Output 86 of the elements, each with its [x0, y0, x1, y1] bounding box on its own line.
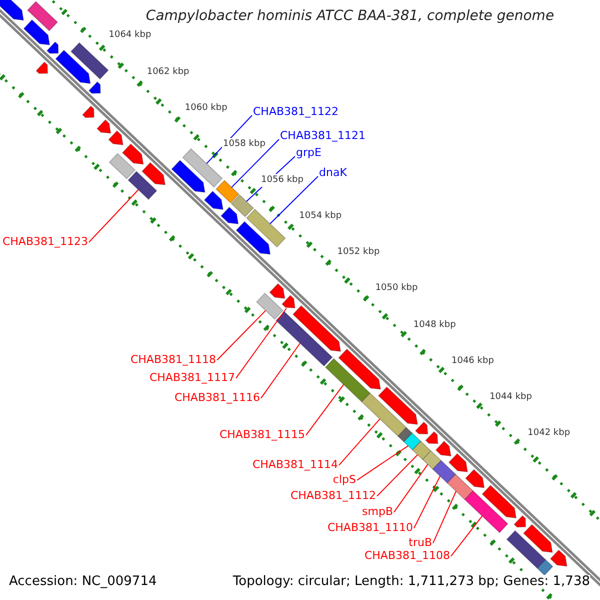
gene-feature: [108, 152, 136, 180]
gene-feature: [282, 294, 296, 308]
gene-feature: [171, 160, 206, 193]
gene-label: CHAB381_1117: [149, 371, 235, 384]
gene-feature: [446, 474, 474, 500]
gene-feature: [482, 484, 517, 518]
leader-line: [356, 445, 409, 481]
gene-feature: [26, 0, 58, 32]
leader-line: [414, 476, 441, 529]
accession-label: Accession: NC_009714: [9, 575, 157, 588]
gene-feature: [236, 221, 271, 255]
scale-label: 1062 kbp: [146, 66, 190, 79]
gene-label: CHAB381_1115: [219, 428, 305, 441]
gene-feature: [378, 386, 418, 425]
leader-line: [338, 418, 380, 466]
gene-feature: [122, 143, 144, 165]
gene-label: CHAB381_1112: [290, 489, 376, 502]
gene-feature: [425, 431, 438, 444]
leader-line: [432, 490, 457, 544]
gene-feature: [220, 206, 239, 224]
gene-feature: [276, 311, 333, 367]
gene-feature: [96, 119, 112, 134]
gene-label: CHAB381_1114: [252, 458, 338, 471]
gene-feature: [361, 392, 407, 437]
gene-feature: [464, 490, 508, 534]
gene-label: CHAB381_1108: [364, 549, 450, 562]
leader-line: [270, 176, 318, 224]
gene-label: CHAB381_1121: [280, 129, 366, 142]
gene-feature: [269, 283, 286, 299]
gene-label: CHAB381_1110: [327, 521, 413, 534]
gene-label: smpB: [362, 505, 393, 518]
gene-feature: [550, 550, 568, 567]
gene-feature: [432, 460, 456, 484]
scale-label: 1048 kbp: [412, 318, 457, 332]
gene-feature: [506, 530, 546, 569]
gene-feature: [414, 422, 428, 434]
scale-label: 1042 kbp: [526, 427, 572, 440]
gene-label: CHAB381_1122: [253, 105, 339, 118]
gene-feature: [324, 358, 371, 402]
gene-feature: [36, 62, 48, 74]
gene-feature: [256, 292, 284, 320]
gene-feature: [514, 515, 526, 528]
leader-line: [376, 454, 418, 497]
gene-feature: [216, 180, 240, 204]
genome-stats: Topology: circular; Length: 1,711,273 bp; Genes: 1,738: [232, 575, 590, 588]
leader-line: [236, 308, 287, 379]
gene-feature: [204, 190, 224, 210]
map-title: Campylobacter hominis ATCC BAA-381, complete genome: [144, 10, 556, 23]
gene-label: CHAB381_1123: [2, 235, 88, 248]
gene-feature: [0, 0, 24, 21]
gene-feature: [55, 50, 91, 84]
gene-label: dnaK: [319, 166, 347, 179]
gene-feature: [412, 440, 432, 460]
gene-feature: [338, 348, 381, 390]
gene-feature: [246, 208, 286, 248]
scale-label: 1060 kbp: [184, 102, 228, 115]
leader-line: [394, 464, 428, 513]
gene-feature: [108, 130, 124, 146]
gene-label: CHAB381_1116: [174, 391, 260, 404]
gene-label: CHAB381_1118: [130, 353, 216, 366]
leader-line: [306, 384, 344, 436]
gene-label: truB: [408, 536, 432, 549]
gene-feature: [128, 170, 158, 200]
gene-feature: [230, 194, 254, 218]
gene-feature: [448, 453, 468, 472]
gene-feature: [82, 106, 94, 118]
scale-label: 1046 kbp: [450, 354, 495, 368]
leader-line: [260, 342, 301, 399]
gene-feature: [523, 524, 553, 553]
gene-feature: [292, 305, 342, 352]
gene-feature: [70, 42, 109, 80]
gene-feature: [435, 440, 452, 456]
gene-feature: [23, 19, 50, 46]
scale-label: 1056 kbp: [260, 174, 304, 188]
leader-line: [216, 310, 266, 361]
scale-label: 1058 kbp: [222, 138, 266, 151]
gene-label: clpS: [332, 473, 356, 486]
leader-line: [231, 138, 280, 188]
leader-line: [450, 516, 483, 557]
gene-feature: [142, 162, 166, 186]
leader-line: [88, 189, 139, 243]
gene-feature: [422, 450, 442, 470]
gene-feature: [46, 41, 59, 54]
scale-label: 1044 kbp: [488, 390, 533, 404]
gene-feature: [182, 148, 223, 188]
gene-label: grpE: [296, 146, 322, 159]
